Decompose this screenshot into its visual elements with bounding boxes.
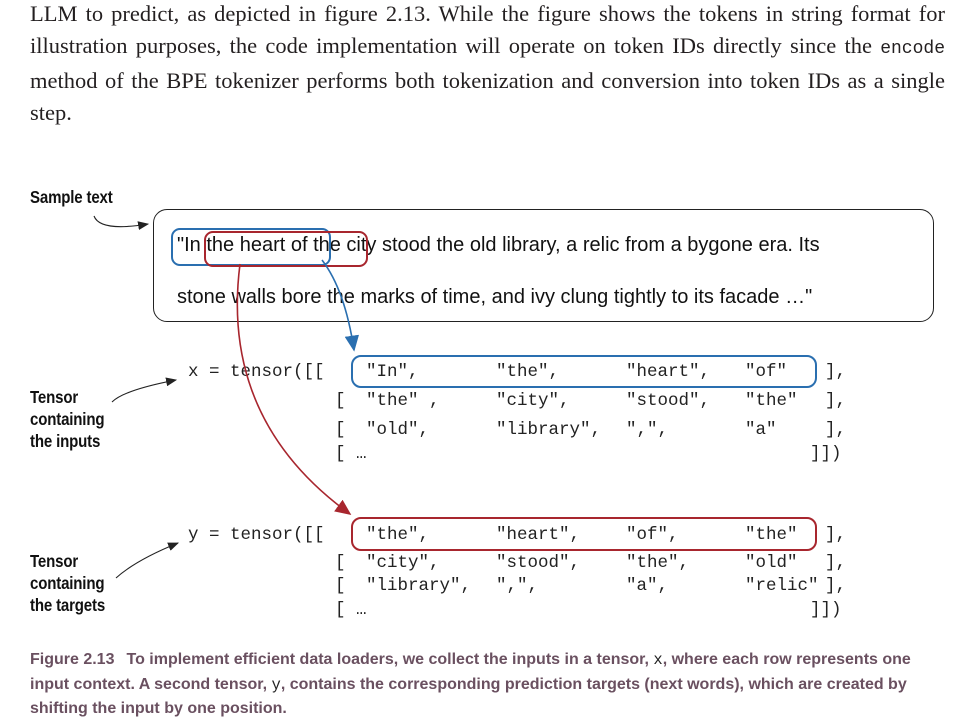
sample-text-label: Sample text — [30, 187, 113, 207]
y-row-open: [ — [335, 576, 346, 596]
input-highlight-box — [171, 228, 331, 266]
x-token: "the" , — [366, 391, 440, 411]
intro-paragraph: LLM to predict, as depicted in figure 2.… — [30, 1, 945, 125]
inputs-label-arrow — [111, 377, 178, 403]
x-token: "library", — [496, 420, 602, 440]
x-token: ",", — [626, 420, 669, 440]
y-token: "stood", — [496, 553, 581, 573]
y-token: "city", — [366, 553, 440, 573]
sample-line-2: stone walls bore the marks of time, and … — [177, 286, 813, 308]
y-row-open: [ — [335, 553, 346, 573]
y-row-close: ], — [825, 576, 847, 596]
y-row-close: ], — [825, 525, 847, 545]
y-token: "the", — [366, 525, 430, 545]
figure-number: Figure 2.13 — [30, 651, 115, 668]
x-row-open: [ — [335, 391, 346, 411]
sample-label-arrow — [93, 215, 150, 230]
x-row-close: ], — [825, 391, 847, 411]
input-connector-arrow — [321, 259, 359, 352]
x-token: "the", — [496, 362, 560, 382]
y-token: "a", — [626, 576, 669, 596]
x-token: "old", — [366, 420, 430, 440]
x-row-close: ], — [825, 362, 847, 382]
y-ellipsis: [ … — [335, 600, 367, 620]
y-token: "relic" — [745, 576, 819, 596]
y-token: "of", — [626, 525, 679, 545]
x-token: "the" — [745, 391, 798, 411]
x-tensor-prefix: x = tensor([[ — [188, 362, 325, 382]
y-close: ]]) — [810, 600, 842, 620]
y-token: "heart", — [496, 525, 581, 545]
x-token: "of" — [745, 362, 788, 382]
target-highlight-box — [204, 231, 368, 267]
y-token: "the", — [626, 553, 690, 573]
x-token: "heart", — [626, 362, 711, 382]
y-token: ",", — [496, 576, 539, 596]
x-token: "a" — [745, 420, 777, 440]
target-connector-arrow — [236, 263, 352, 515]
sample-line-1: "In the heart of the city stood the old … — [177, 234, 820, 256]
x-token: "In", — [366, 362, 419, 382]
x-first-row-highlight — [351, 355, 817, 388]
x-token: "city", — [496, 391, 570, 411]
x-close: ]]) — [810, 444, 842, 464]
x-row-close: ], — [825, 420, 847, 440]
targets-label-arrow — [115, 542, 180, 579]
x-token: "stood", — [626, 391, 711, 411]
y-row-close: ], — [825, 553, 847, 573]
y-token: "the" — [745, 525, 798, 545]
y-tensor-prefix: y = tensor([[ — [188, 525, 325, 545]
y-token: "library", — [366, 576, 472, 596]
x-ellipsis: [ … — [335, 444, 367, 464]
y-first-row-highlight — [351, 517, 817, 551]
sample-text-box — [153, 209, 934, 322]
x-row-open: [ — [335, 420, 346, 440]
inline-code: encode — [880, 39, 945, 59]
y-token: "old" — [745, 553, 798, 573]
